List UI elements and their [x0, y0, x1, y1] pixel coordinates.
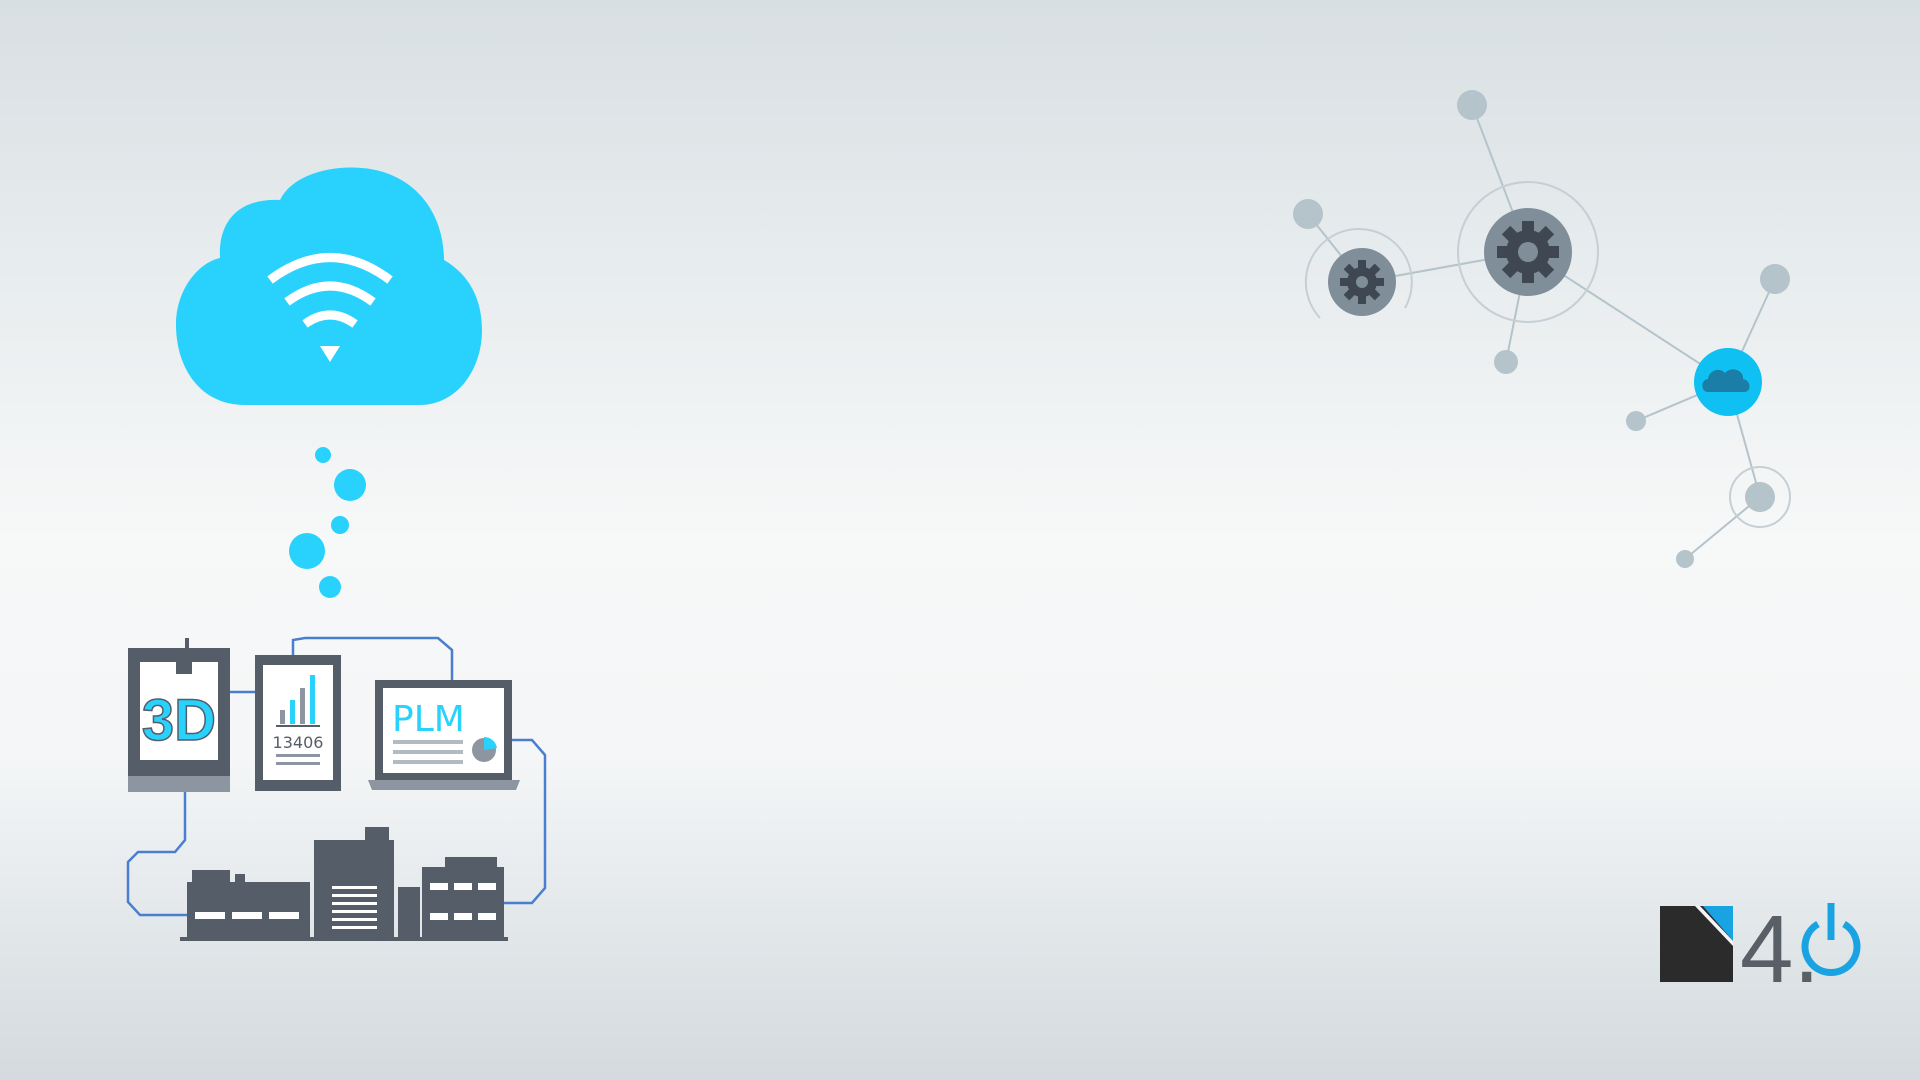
tablet-number: 13406: [273, 733, 324, 752]
gear-icon: [1484, 208, 1572, 296]
network-node: [1626, 411, 1646, 431]
network-node: [1457, 90, 1487, 120]
gear-icon: [1328, 248, 1396, 316]
connection-lines: [126, 636, 547, 917]
cloud-node-icon: [1694, 348, 1762, 416]
network-node: [1494, 350, 1518, 374]
network-node: [1745, 482, 1775, 512]
logo-mark: [1660, 906, 1733, 982]
network-nodes: [1293, 90, 1790, 568]
bubble: [334, 469, 366, 501]
bubble: [315, 447, 331, 463]
network-node: [1293, 199, 1323, 229]
bubble: [319, 576, 341, 598]
wifi-cloud-icon: [176, 167, 482, 405]
bubble: [331, 516, 349, 534]
data-bubbles: [289, 447, 366, 598]
power-icon: [1801, 903, 1861, 976]
network-node: [1676, 550, 1694, 568]
printer-label: 3D: [142, 688, 216, 753]
network-node: [1760, 264, 1790, 294]
tablet-chart-icon: 13406: [255, 655, 341, 791]
laptop-label: PLM: [392, 699, 465, 740]
3d-printer-icon: 3D: [128, 638, 230, 792]
bubble: [289, 533, 325, 569]
factory-icon: [180, 827, 508, 941]
network-rings: [1304, 181, 1791, 528]
laptop-plm-icon: PLM: [368, 680, 520, 790]
